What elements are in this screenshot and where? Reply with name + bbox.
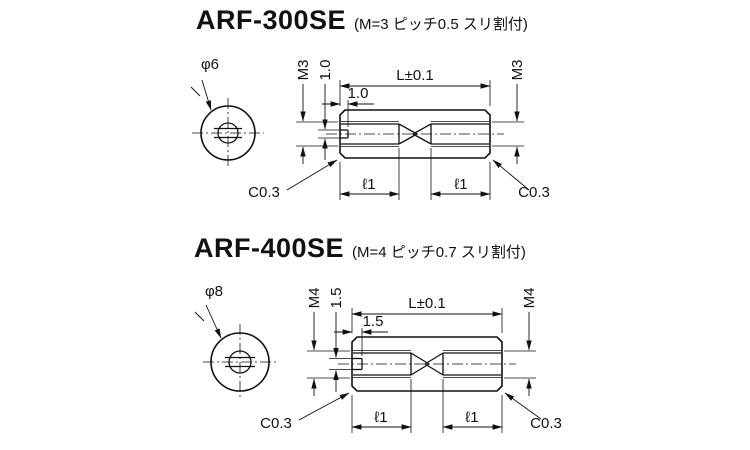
leader-line	[205, 304, 222, 339]
extension-line	[190, 86, 201, 97]
outer-circle	[210, 332, 270, 392]
drill-cone-line	[398, 123, 418, 135]
drill-cone-line	[412, 123, 432, 135]
thread-depth-label: ℓ1	[362, 176, 375, 193]
slit-width-label: 1.0	[317, 60, 334, 81]
leader-line	[201, 79, 212, 111]
drill-cone-line	[410, 352, 430, 365]
part-number: ARF-400SE	[194, 233, 345, 263]
title-block-arf300se: ARF-300SE (M=3 ピッチ0.5 スリ割付)	[196, 5, 528, 36]
front-view-arf300se: φ6	[190, 56, 264, 168]
chamfer-label: C0.3	[530, 415, 562, 432]
dimensions-arf300se: L±0.1 M3 1.0 1.0 M3 C0.	[248, 60, 550, 201]
leader-line	[504, 392, 542, 420]
diameter-label: φ8	[205, 283, 223, 300]
dimensions-arf400se: L±0.1 M4 1.5 1.5 M4 C0.	[260, 288, 562, 433]
thread-depth-label: ℓ1	[454, 176, 467, 193]
body-outline	[339, 109, 491, 159]
drill-cone-line	[410, 363, 430, 376]
leader-line	[492, 159, 530, 191]
diameter-label: φ6	[201, 56, 219, 73]
chamfer-label: C0.3	[260, 415, 292, 432]
leader-line	[286, 159, 338, 191]
thread-hole-circle	[228, 350, 252, 374]
part-spec: (M=3 ピッチ0.5 スリ割付)	[354, 16, 528, 33]
thread-dimension-label: M4	[521, 288, 538, 309]
part-spec: (M=4 ピッチ0.7 スリ割付)	[352, 244, 526, 261]
thread-dimension-label: M3	[295, 60, 312, 81]
drill-cone-line	[412, 133, 432, 145]
length-dimension-label: L±0.1	[408, 295, 445, 312]
thread-depth-label: ℓ1	[465, 409, 478, 426]
leader-line	[298, 392, 350, 421]
thread-dimension-label: M4	[306, 288, 323, 309]
front-view-arf400se: φ8	[194, 283, 277, 400]
thread-depth-label: ℓ1	[374, 409, 387, 426]
slit-depth-label: 1.0	[348, 85, 369, 102]
title-block-arf400se: ARF-400SE (M=4 ピッチ0.7 スリ割付)	[194, 233, 526, 264]
side-view-arf300se	[326, 109, 504, 159]
drill-cone-line	[424, 352, 444, 365]
outer-circle	[200, 105, 256, 161]
thread-hole-circle	[217, 122, 239, 144]
side-view-arf400se	[338, 336, 516, 392]
length-dimension-label: L±0.1	[396, 67, 433, 84]
drill-cone-line	[398, 133, 418, 145]
part-number: ARF-300SE	[196, 5, 347, 35]
thread-dimension-label: M3	[509, 60, 526, 81]
chamfer-label: C0.3	[518, 184, 550, 201]
extension-line	[194, 311, 205, 322]
slit-width-label: 1.5	[328, 288, 345, 309]
body-outline	[351, 336, 503, 392]
chamfer-label: C0.3	[248, 184, 280, 201]
slit-depth-label: 1.5	[363, 313, 384, 330]
drill-cone-line	[424, 363, 444, 376]
